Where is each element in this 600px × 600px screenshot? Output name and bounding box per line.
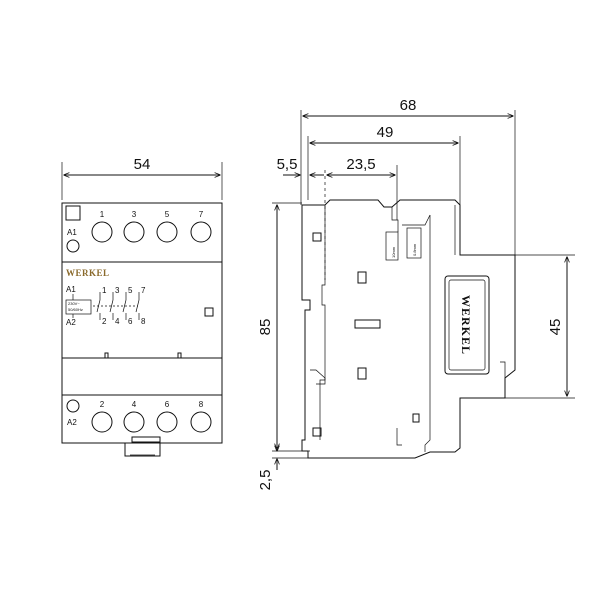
terminal-label-bottom-8: 8 bbox=[199, 400, 204, 409]
svg-text:1: 1 bbox=[102, 286, 107, 295]
terminal-screw-5 bbox=[156, 221, 178, 243]
terminal-screw-4 bbox=[123, 411, 145, 433]
terminal-label-bottom-4: 4 bbox=[132, 400, 137, 409]
terminal-label-top-3: 3 bbox=[132, 210, 137, 219]
terminal-label-bottom-6: 6 bbox=[165, 400, 170, 409]
terminal-label-top-1: 1 bbox=[100, 210, 105, 219]
front-label-square bbox=[65, 205, 81, 221]
svg-text:6: 6 bbox=[128, 317, 133, 326]
terminal-screw-6 bbox=[156, 411, 178, 433]
front-schematic: A1 A2 230V~ 50/60Hz 1 3 5 7 2 bbox=[65, 285, 146, 327]
dim-68: 68 bbox=[400, 97, 417, 114]
svg-text:2: 2 bbox=[102, 317, 107, 326]
dim-front-width: 54 bbox=[134, 156, 151, 173]
terminal-screw-1 bbox=[91, 221, 113, 243]
svg-text:5: 5 bbox=[128, 286, 133, 295]
terminal-screw-8 bbox=[190, 411, 212, 433]
terminal-label-top-5: 5 bbox=[165, 210, 170, 219]
front-brand-logo: WERKEL bbox=[66, 268, 110, 278]
dim-23-5: 23,5 bbox=[346, 156, 375, 173]
svg-text:50/60Hz: 50/60Hz bbox=[68, 307, 83, 312]
side-view: 68 49 5,5 23,5 85 2,5 45 bbox=[257, 97, 575, 490]
svg-text:4: 4 bbox=[115, 317, 120, 326]
coil-screw-a2 bbox=[66, 399, 80, 413]
terminal-label-bottom-2: 2 bbox=[100, 400, 105, 409]
front-body bbox=[61, 202, 223, 444]
dim-49: 49 bbox=[377, 124, 394, 141]
dim-5-5: 5,5 bbox=[277, 156, 298, 173]
svg-text:A2: A2 bbox=[66, 318, 76, 327]
terminal-label-top-7: 7 bbox=[199, 210, 204, 219]
front-view: 54 1 3 5 7 A1 WERKEL A1 A2 2 bbox=[61, 156, 223, 457]
svg-text:3: 3 bbox=[115, 286, 120, 295]
coil-screw-a1 bbox=[66, 239, 80, 253]
svg-text:7: 7 bbox=[141, 286, 146, 295]
side-body-outline bbox=[301, 199, 516, 459]
dim-45: 45 bbox=[547, 319, 564, 336]
svg-text:230V~: 230V~ bbox=[68, 301, 80, 306]
coil-label-a2: A2 bbox=[67, 418, 77, 427]
terminal-screw-7 bbox=[190, 221, 212, 243]
svg-text:8: 8 bbox=[141, 317, 146, 326]
svg-text:A1: A1 bbox=[66, 285, 76, 294]
svg-text:0.8mm: 0.8mm bbox=[412, 243, 417, 256]
terminal-screw-2 bbox=[91, 411, 113, 433]
terminal-screw-3 bbox=[123, 221, 145, 243]
dim-2-5: 2,5 bbox=[257, 470, 274, 491]
side-brand-logo: WERKEL bbox=[459, 295, 473, 355]
svg-text:10mm: 10mm bbox=[391, 246, 396, 258]
dim-85: 85 bbox=[257, 319, 274, 336]
coil-label-a1: A1 bbox=[67, 228, 77, 237]
